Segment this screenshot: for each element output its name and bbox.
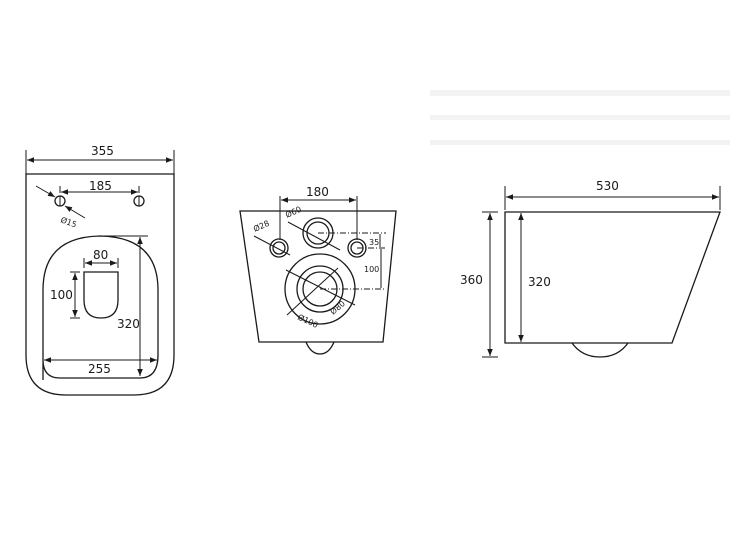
rear-view: 180 Ø28 Ø60 35 100 Ø80 Ø100: [239, 185, 397, 355]
dim-bowl-length: 320: [117, 317, 140, 331]
toilet-outline-top: [25, 173, 175, 396]
dim-overall-width: 355: [91, 144, 114, 158]
watermark-text: [430, 90, 730, 145]
top-view: 355 185 Ø15 320 255 80 100: [25, 144, 175, 396]
side-view: 530 360 320: [460, 179, 721, 358]
dim-inlet-offset: 35: [369, 238, 379, 247]
dim-hole-spacing: 185: [89, 179, 112, 193]
bowl-outline: [42, 235, 159, 380]
dim-fixing-diameter: Ø28: [252, 218, 271, 234]
dim-fixing-spacing: 180: [306, 185, 329, 199]
dim-inlet-diameter: Ø60: [284, 204, 303, 220]
dim-total-height: 360: [460, 273, 483, 287]
rear-outline: [239, 210, 397, 343]
dim-outlet-outer: Ø100: [296, 312, 320, 330]
dim-inlet-to-outlet: 100: [364, 265, 379, 274]
dim-outlet-width: 80: [93, 248, 108, 262]
dim-body-height: 320: [528, 275, 551, 289]
dim-depth: 530: [596, 179, 619, 193]
outlet-outline: [83, 271, 119, 319]
side-outline: [504, 211, 721, 344]
dim-bowl-width: 255: [88, 362, 111, 376]
dim-hole-diameter: Ø15: [59, 214, 78, 229]
dim-outlet-length: 100: [50, 288, 73, 302]
